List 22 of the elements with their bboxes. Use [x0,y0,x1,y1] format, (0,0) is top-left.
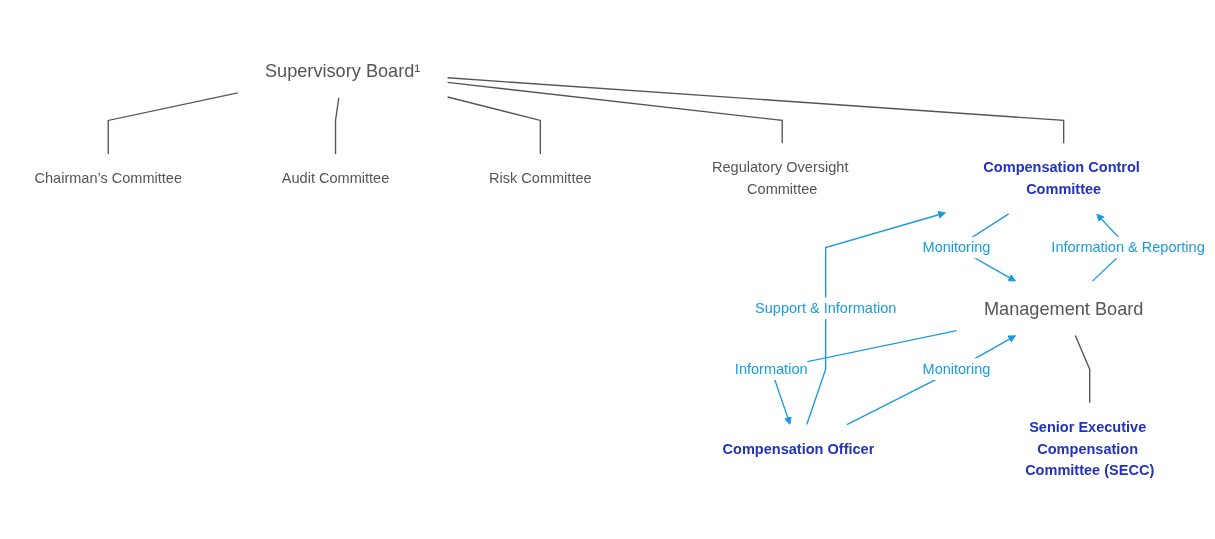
arrow [846,335,1016,426]
edge-label: Monitoring [922,239,991,255]
connector [446,77,1065,144]
connector [334,97,340,155]
node-text: Regulatory Oversight Committee [711,159,849,197]
node-text: Compensation Officer [722,441,875,457]
arrow [806,211,946,426]
node-text: Compensation Control Committee [983,159,1140,197]
connector [1074,335,1091,404]
node-text: Risk Committee [489,170,592,186]
node-text: Audit Committee [281,170,390,186]
node-text: Chairman’s Committee [34,170,182,186]
node-text: Management Board [983,298,1144,319]
connector [446,81,783,144]
edge-label: Support & Information [755,300,897,316]
edge-label: Information & Reporting [1051,239,1205,255]
edge-label: Information [734,361,808,377]
connector [107,92,239,155]
node-text: Supervisory Board¹ [264,60,421,81]
connector [446,96,541,155]
node-text: Senior Executive Compensation Committee (SECC) [1025,419,1155,479]
edge-label: Monitoring [922,361,991,377]
